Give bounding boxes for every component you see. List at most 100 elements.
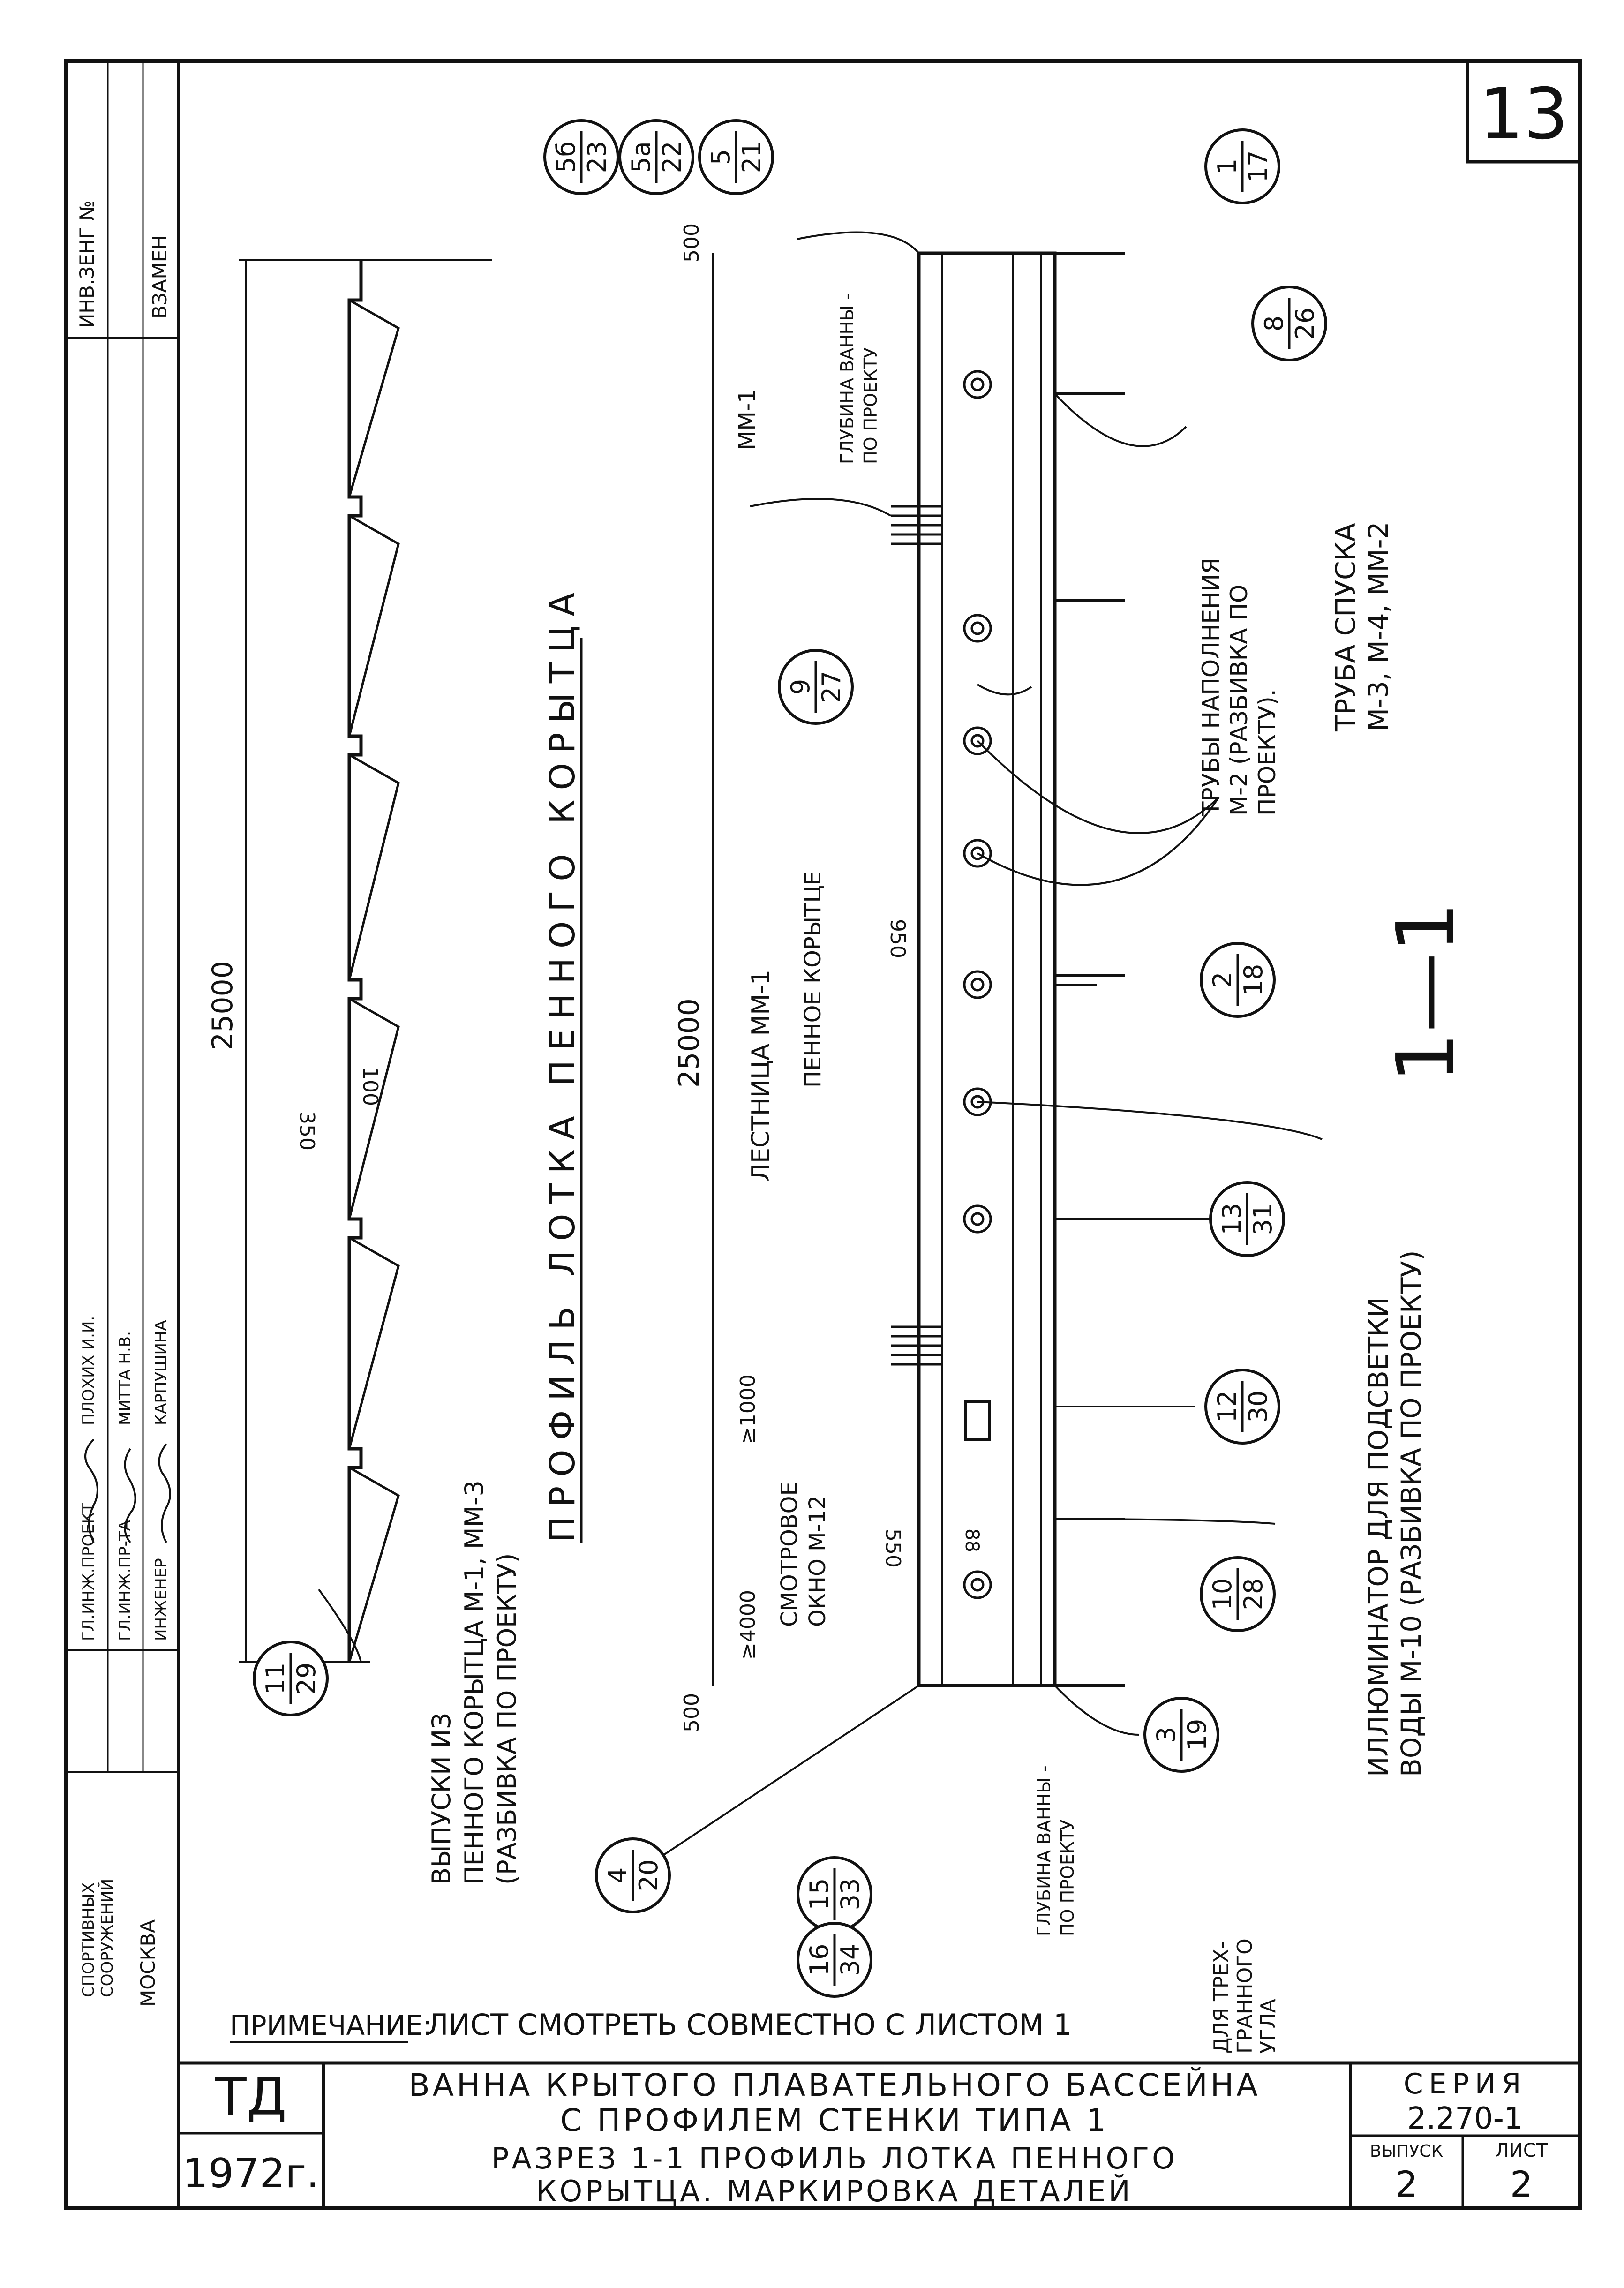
- callout-top: 13: [1217, 1203, 1247, 1235]
- callout-bottom: 26: [1290, 308, 1320, 340]
- triangle-1: ДЛЯ ТРЕХ-: [1210, 1942, 1233, 2054]
- issue-number: 2: [1395, 2163, 1418, 2205]
- illuminators: [963, 370, 992, 1599]
- fill-pipes-1: ТРУБЫ НАПОЛНЕНИЯ: [1197, 557, 1225, 816]
- title-block: ТД 1972г. ВАННА КРЫТОГО ПЛАВАТЕЛЬНОГО БА…: [178, 2061, 1580, 2208]
- dim-950: 950: [886, 919, 910, 958]
- profile-title: ПРОФИЛЬ ЛОТКА ПЕННОГО КОРЫТЦА: [542, 583, 583, 1543]
- stamp-name-3: КАРПУШИНА: [152, 1320, 171, 1425]
- stamp-dept-2: СООРУЖЕНИЙ: [98, 1879, 117, 1997]
- triangle-3: УГЛА: [1256, 1999, 1280, 2054]
- series-label: СЕРИЯ: [1404, 2068, 1527, 2100]
- section-length-dim: 25000: [673, 998, 706, 1088]
- year: 1972г.: [182, 2150, 319, 2197]
- outlets-1: ВЫПУСКИ ИЗ: [427, 1713, 456, 1885]
- dim-500-top: 500: [680, 223, 704, 263]
- section-label: 1—1: [1380, 902, 1473, 1083]
- title-line-2: С ПРОФИЛЕМ СТЕНКИ ТИПА 1: [560, 2102, 1109, 2138]
- leader-lines: [318, 231, 1323, 1858]
- signature-2: [124, 1448, 136, 1543]
- callout-top: 4: [603, 1867, 632, 1883]
- callout-bottom: 30: [1243, 1391, 1273, 1423]
- callout-bottom: 21: [737, 141, 767, 173]
- drain-pipe-1: ТРУБА СПУСКА: [1330, 523, 1361, 732]
- dim-100: 100: [358, 1067, 382, 1106]
- dim-550: 550: [881, 1528, 905, 1568]
- window-label-1: СМОТРОВОЕ: [776, 1482, 803, 1627]
- callout-top: 3: [1151, 1727, 1181, 1743]
- callout-top: 5: [706, 149, 736, 165]
- callout-top: 15: [804, 1878, 834, 1911]
- sheet-page: 2: [1510, 2163, 1533, 2205]
- stamp-name-2: МИТТА Н.В.: [116, 1331, 135, 1425]
- callout-bottom: 20: [634, 1859, 663, 1892]
- ladder-top: [891, 505, 942, 545]
- callout-bottom: 31: [1248, 1203, 1278, 1235]
- callout-top: 10: [1208, 1578, 1237, 1611]
- callout-bottom: 27: [817, 671, 846, 703]
- callout-top: 5б: [551, 141, 581, 173]
- note-label: ПРИМЕЧАНИЕ:: [230, 2010, 432, 2041]
- trough-body: [917, 251, 1057, 1687]
- note-text: ЛИСТ СМОТРЕТЬ СОВМЕСТНО С ЛИСТОМ 1: [427, 2008, 1072, 2042]
- depth-bottom-2: ПО ПРОЕКТУ: [1057, 1820, 1078, 1936]
- stamp-city: МОСКВА: [136, 1919, 159, 2007]
- triangle-2: ГРАННОГО: [1233, 1938, 1257, 2054]
- profile-length-dim: 25000: [206, 961, 239, 1050]
- callout-top: 2: [1208, 972, 1237, 988]
- dim-88: 88: [961, 1528, 983, 1552]
- callout-top: 16: [804, 1944, 834, 1976]
- sheet-number-box: 13: [1466, 59, 1582, 164]
- depth-top-2: ПО ПРОЕКТУ: [860, 347, 881, 464]
- outlets-3: (РАЗБИВКА ПО ПРОЕКТУ): [492, 1553, 522, 1885]
- mm1-label: ММ-1: [734, 389, 760, 450]
- fill-pipes-2: М-2 (РАЗБИВКА ПО: [1226, 585, 1253, 816]
- depth-top-1: ГЛУБИНА ВАННЫ -: [837, 293, 857, 464]
- profile-sawtooth: [347, 260, 363, 1662]
- callout-bottom: 18: [1239, 964, 1268, 996]
- dim-1000: ≥1000: [736, 1374, 760, 1444]
- callout-top: 8: [1259, 316, 1289, 331]
- illuminator-1: ИЛЛЮМИНАТОР ДЛЯ ПОДСВЕТКИ: [1362, 1297, 1394, 1777]
- stamp-name-1: ПЛОХИХ И.И.: [79, 1316, 98, 1425]
- signature-1: [84, 1438, 98, 1543]
- ladder-label: ЛЕСТНИЦА ММ-1: [747, 970, 775, 1182]
- dim-4000: ≥4000: [736, 1590, 760, 1660]
- foam-trough-label: ПЕННОЕ КОРЫТЦЕ: [800, 871, 826, 1088]
- depth-bottom-1: ГЛУБИНА ВАННЫ -: [1034, 1765, 1054, 1936]
- stamp-replace: ВЗАМЕН: [148, 235, 171, 319]
- drain-pipe-2: М-3, М-4, ММ-2: [1362, 522, 1394, 731]
- title-line-3: РАЗРЕЗ 1-1 ПРОФИЛЬ ЛОТКА ПЕННОГО: [491, 2141, 1178, 2175]
- sheet-frame: [64, 59, 1582, 2210]
- callout-top: 1: [1212, 158, 1242, 174]
- callout-bottom: 33: [835, 1878, 865, 1911]
- td-logo: ТД: [214, 2067, 286, 2127]
- callout-bottom: 23: [582, 141, 612, 173]
- sheet-number: 13: [1479, 74, 1569, 155]
- callout-bottom: 19: [1182, 1719, 1212, 1751]
- callout-top: 11: [261, 1663, 290, 1695]
- section-labels: ГЛУБИНА ВАННЫ - ПО ПРОЕКТУ ММ-1 ЛЕСТНИЦА…: [427, 293, 1427, 2054]
- callout-bottom: 28: [1239, 1578, 1268, 1611]
- callout-bottom: 34: [835, 1944, 865, 1976]
- signature-3: [158, 1443, 171, 1543]
- issue-label: ВЫПУСК: [1370, 2142, 1443, 2161]
- callout-top: 9: [786, 679, 815, 695]
- stamp-org-row-2: ГЛ.ИНЖ.ПР-ТА: [116, 1520, 135, 1641]
- window-label-2: ОКНО М-12: [804, 1495, 831, 1627]
- outlets-2: ПЕННОГО КОРЫТЦА М-1, ММ-3: [459, 1480, 489, 1885]
- profile-drawing: 25000 350 100: [206, 259, 492, 1663]
- dim-500-bottom: 500: [680, 1693, 704, 1732]
